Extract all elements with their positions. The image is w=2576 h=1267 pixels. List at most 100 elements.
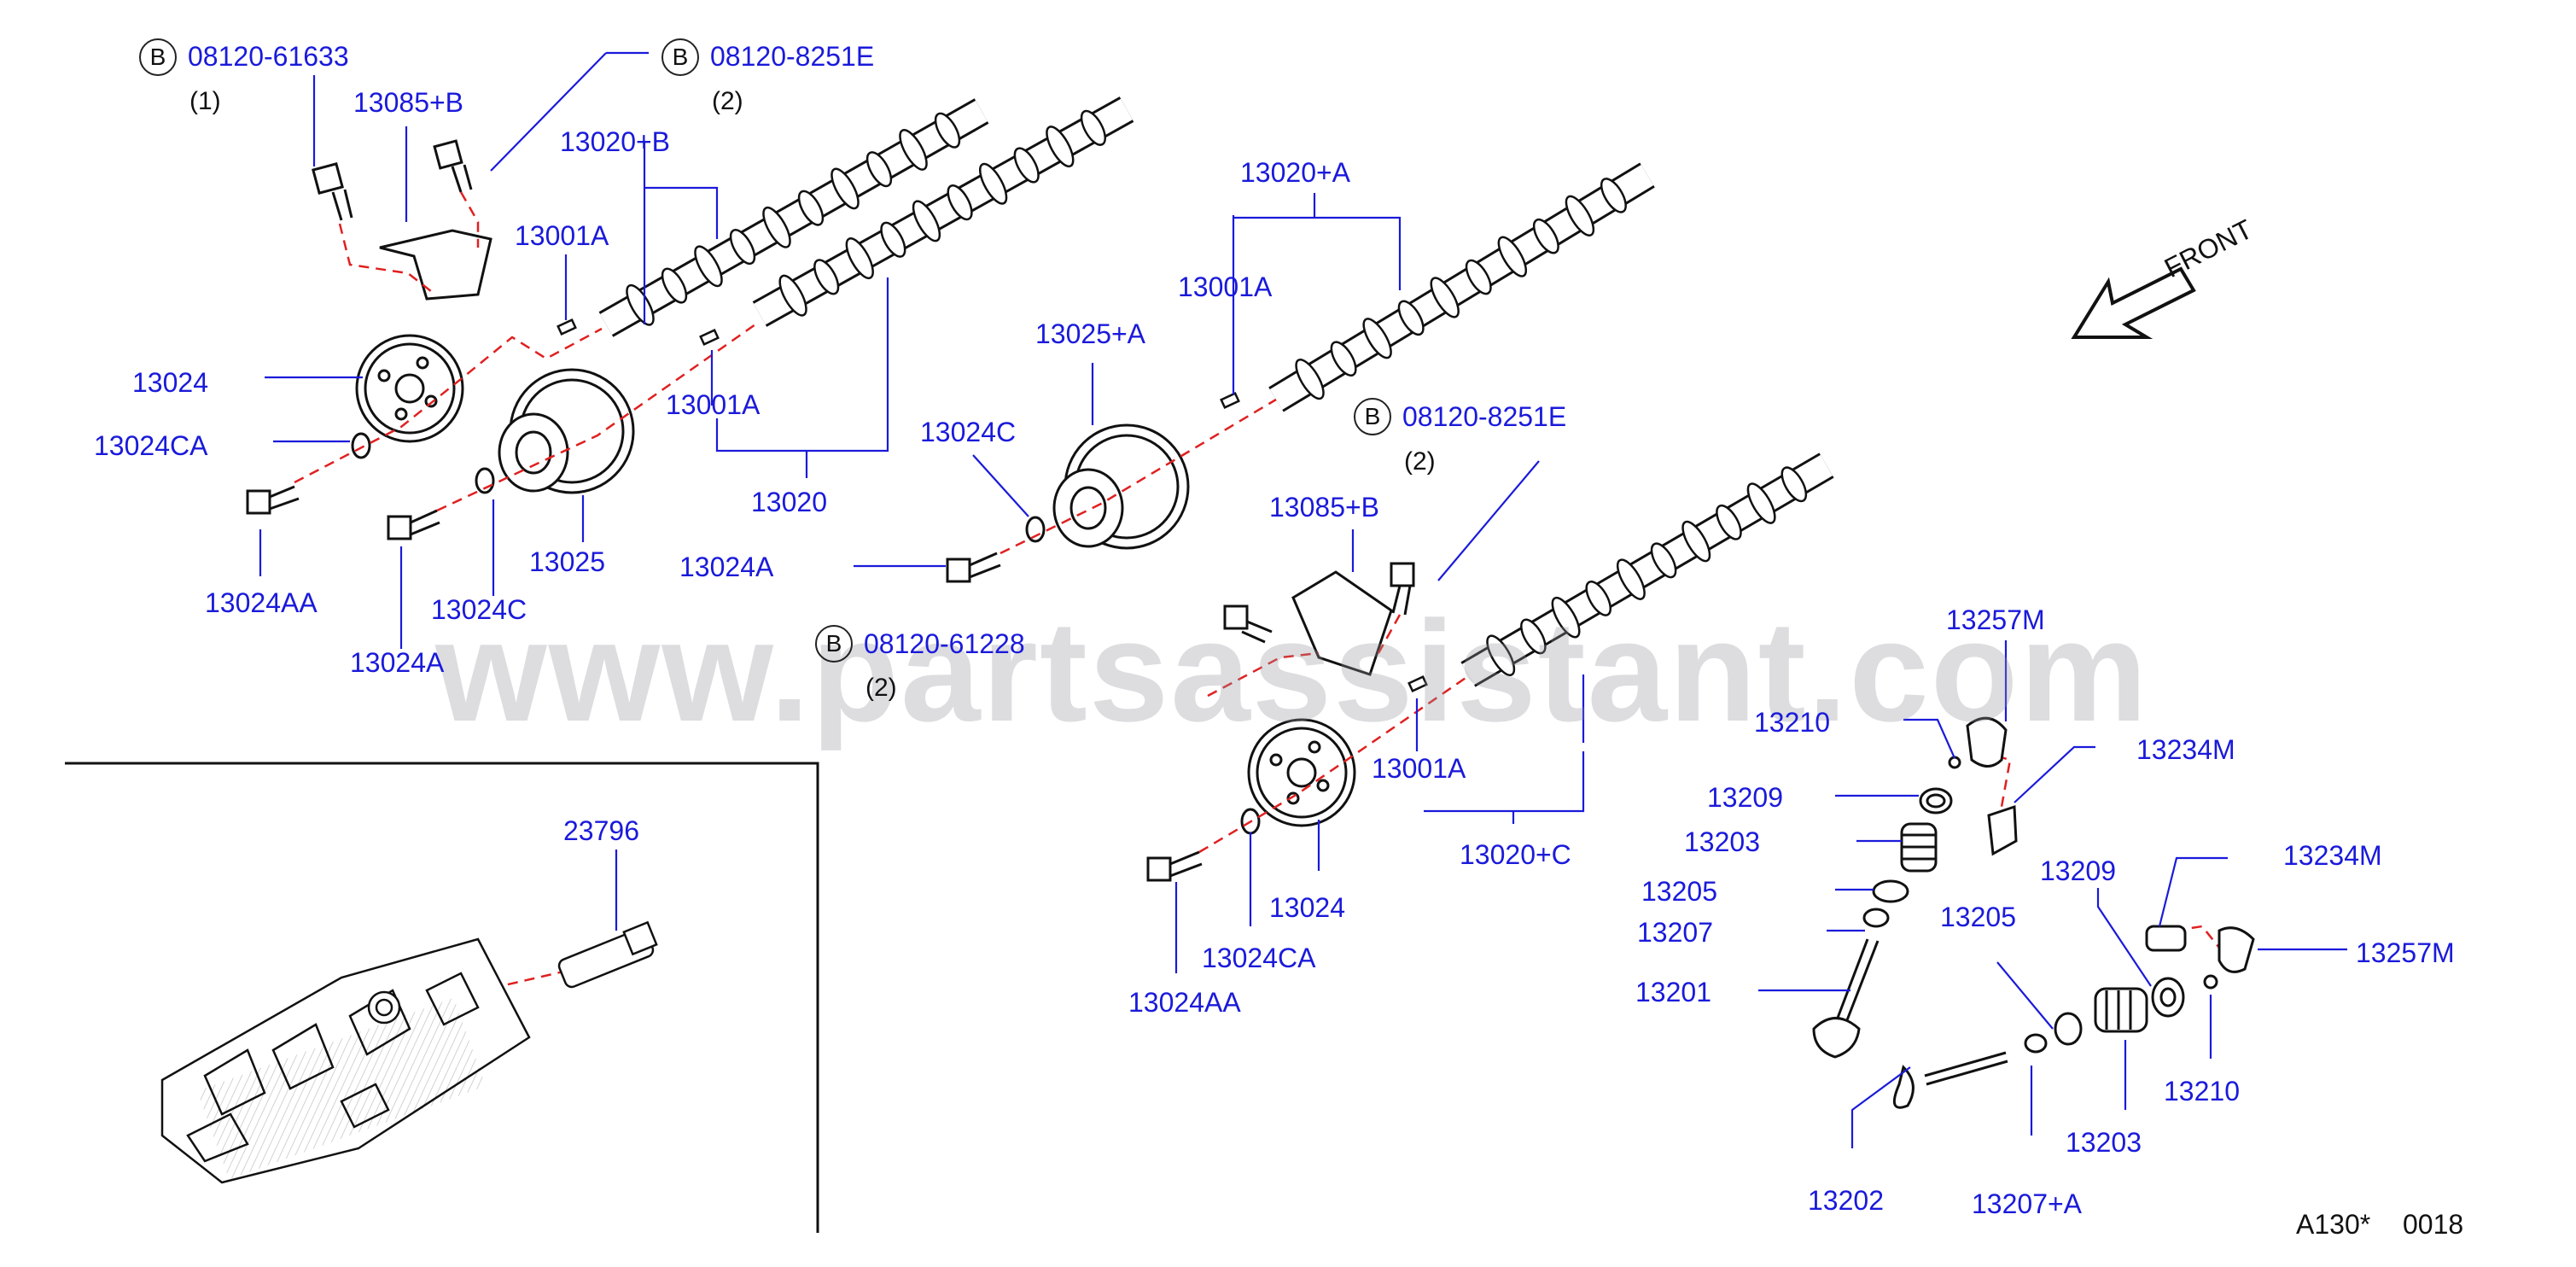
bolt-qty: (2) (712, 87, 743, 115)
part-label[interactable]: 13024A (679, 552, 774, 582)
cam-lobe (1046, 126, 1075, 168)
cam-lobe (880, 221, 906, 258)
part-label[interactable]: 13209 (1707, 782, 1783, 813)
dowel-pins (557, 318, 1428, 692)
part-label[interactable]: 13020+A (1240, 157, 1351, 188)
part-label[interactable]: 13205 (1641, 876, 1717, 907)
inset-border (65, 762, 819, 1233)
bolt-qty: (2) (1404, 447, 1436, 476)
cam-lobe (1780, 466, 1808, 503)
cam-lobe (694, 245, 723, 288)
bolt-qty: (1) (189, 87, 221, 115)
camshaft-middle (1268, 162, 1655, 412)
cam-lobe (947, 184, 973, 221)
part-label[interactable]: 13024C (920, 417, 1017, 447)
bolt-marker-b: B (661, 38, 699, 76)
bolt-part-08120-8251e[interactable]: 08120-8251E (710, 41, 875, 72)
cam-lobe (797, 190, 825, 226)
bolt-marker-b: B (1354, 398, 1391, 435)
part-label[interactable]: 13024AA (1128, 987, 1241, 1018)
bolt-qty: (2) (865, 674, 897, 702)
part-label[interactable]: 13025 (529, 546, 605, 577)
part-label[interactable]: 13209 (2040, 855, 2116, 886)
part-label[interactable]: 13257M (2356, 937, 2455, 968)
cam-lobe (934, 112, 961, 149)
cam-lobe (1080, 109, 1106, 146)
diagram-code: A130* (2296, 1209, 2371, 1240)
cam-lobe (899, 129, 928, 171)
cam-lobe (1650, 542, 1677, 579)
part-label[interactable]: 13001A (515, 220, 609, 251)
bolts (246, 139, 1415, 882)
cam-lobe (1681, 520, 1711, 563)
part-label[interactable]: 13020+C (1460, 839, 1571, 870)
leader-lines (259, 51, 2347, 1148)
part-label[interactable]: 13234M (2283, 840, 2382, 871)
cam-lobe (1430, 277, 1460, 318)
part-label[interactable]: 13201 (1635, 977, 1711, 1007)
part-label[interactable]: 13024AA (205, 587, 318, 618)
bolt-part-08120-8251e[interactable]: 08120-8251E (1402, 401, 1567, 432)
part-label[interactable]: 13085+B (353, 87, 464, 118)
cam-lobe (626, 283, 655, 326)
bolt-marker-b: B (815, 625, 853, 663)
cam-lobe (1330, 341, 1357, 377)
bolt-part-08120-61633[interactable]: 08120-61633 (188, 41, 349, 72)
cam-lobe (1551, 596, 1581, 639)
part-label[interactable]: 13205 (1940, 902, 2016, 932)
front-arrow-icon (2071, 266, 2196, 339)
cam-lobe (762, 206, 791, 248)
bracket-lower (1291, 570, 1393, 676)
cam-lobe (912, 200, 941, 242)
cam-lobe (1746, 482, 1776, 524)
cam-lobe (1397, 300, 1425, 336)
cam-lobe (1600, 178, 1627, 213)
part-label[interactable]: 13207+A (1972, 1188, 2083, 1219)
bolt-marker-b: B (139, 38, 177, 76)
part-label[interactable]: 13234M (2136, 734, 2235, 765)
part-label[interactable]: 13203 (2066, 1127, 2142, 1158)
part-label[interactable]: 13207 (1637, 917, 1713, 948)
part-label[interactable]: 13203 (1684, 826, 1760, 857)
cam-lobe (1716, 504, 1742, 540)
part-label[interactable]: 13024 (132, 367, 208, 398)
part-label[interactable]: 13020 (751, 487, 827, 517)
part-label[interactable]: 13020+B (560, 126, 671, 157)
bracket-upper (379, 229, 492, 301)
part-label[interactable]: 13085+B (1269, 492, 1380, 523)
part-label[interactable]: 13001A (666, 389, 761, 420)
part-label[interactable]: 13024C (431, 594, 527, 625)
diagram-page: 0018 (2403, 1209, 2464, 1240)
part-label[interactable]: 13024 (1269, 892, 1345, 923)
part-label[interactable]: 13210 (2164, 1076, 2240, 1106)
cam-lobe (1465, 259, 1492, 295)
valve-train (1812, 716, 2255, 1109)
cam-lobe (1497, 236, 1528, 277)
part-label[interactable]: 13210 (1754, 707, 1830, 738)
part-label[interactable]: 13024A (350, 647, 445, 678)
cam-lobe (778, 274, 807, 317)
cam-lobe (813, 259, 840, 295)
watermark: www.partsassistant.com (435, 591, 2149, 751)
part-label[interactable]: 23796 (563, 815, 639, 846)
part-label[interactable]: 13024CA (1202, 943, 1316, 973)
cam-lobe (1486, 634, 1516, 676)
part-label[interactable]: 13257M (1946, 604, 2045, 635)
cam-lobe (1616, 558, 1646, 600)
cam-lobe (1565, 195, 1595, 236)
cam-lobe (978, 162, 1008, 205)
cam-lobe (661, 267, 688, 304)
part-label[interactable]: 13202 (1808, 1185, 1884, 1216)
part-label[interactable]: 13024CA (94, 430, 208, 461)
cam-lobe (865, 151, 893, 188)
variable-timing-unit-middle (1052, 423, 1190, 550)
cam-lobe (830, 167, 860, 210)
part-label[interactable]: 13001A (1178, 272, 1273, 302)
part-label[interactable]: 13001A (1372, 753, 1466, 784)
part-label[interactable]: 13025+A (1035, 318, 1146, 349)
cam-lobe (729, 229, 756, 266)
variable-timing-unit-upper (498, 368, 635, 494)
bolt-part-08120-61228[interactable]: 08120-61228 (864, 628, 1025, 659)
